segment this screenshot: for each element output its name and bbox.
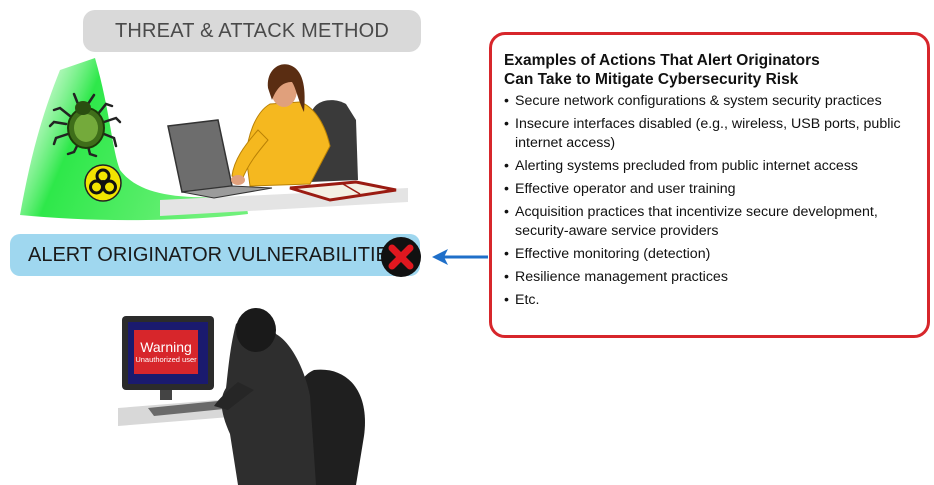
x-mark-icon	[381, 237, 421, 277]
mitigation-actions-list: Secure network configurations & system s…	[504, 92, 917, 310]
warning-screen: Warning Unauthorized user	[134, 330, 198, 374]
hacker-illustration	[118, 308, 365, 485]
warning-subtitle: Unauthorized user	[135, 355, 197, 364]
list-item: Resilience management practices	[504, 268, 917, 287]
list-item: Acquisition practices that incentivize s…	[504, 203, 917, 241]
list-item: Etc.	[504, 291, 917, 310]
list-item: Effective monitoring (detection)	[504, 245, 917, 264]
vulnerability-banner-label: ALERT ORIGINATOR VULNERABILITIES	[28, 243, 403, 266]
list-item: Effective operator and user training	[504, 180, 917, 199]
biohazard-icon	[84, 164, 122, 202]
threat-banner: THREAT & ATTACK METHOD	[83, 10, 421, 52]
list-item: Secure network configurations & system s…	[504, 92, 917, 111]
list-item: Insecure interfaces disabled (e.g., wire…	[504, 115, 917, 153]
mitigation-actions-box: Examples of Actions That Alert Originato…	[489, 32, 930, 338]
list-item: Alerting systems precluded from public i…	[504, 157, 917, 176]
vulnerability-banner: ALERT ORIGINATOR VULNERABILITIES	[10, 234, 420, 276]
threat-banner-label: THREAT & ATTACK METHOD	[114, 19, 390, 42]
arrow-left-icon	[432, 249, 488, 265]
mitigation-title-line2: Can Take to Mitigate Cybersecurity Risk	[504, 71, 799, 88]
operator-illustration	[160, 64, 408, 216]
bug-icon	[48, 92, 122, 158]
mitigation-actions-title: Examples of Actions That Alert Originato…	[504, 51, 917, 89]
mitigation-title-line1: Examples of Actions That Alert Originato…	[504, 52, 820, 69]
warning-title: Warning	[140, 339, 192, 355]
